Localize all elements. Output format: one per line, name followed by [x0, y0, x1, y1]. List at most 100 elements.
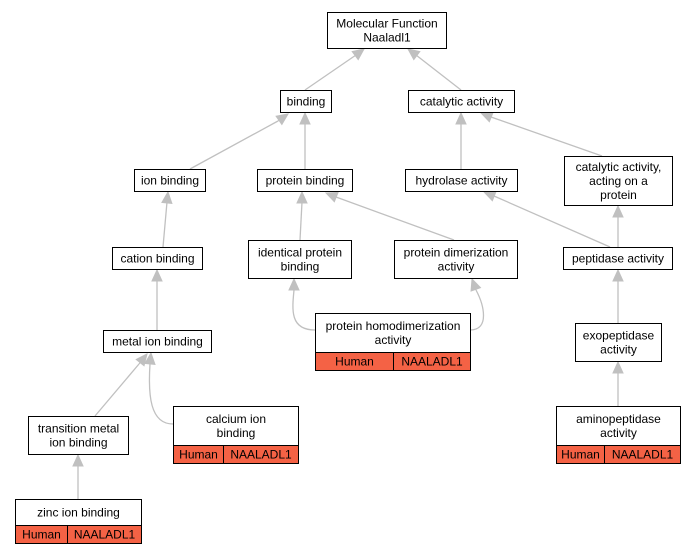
- arrowhead: [324, 191, 339, 203]
- arrowhead: [288, 277, 300, 291]
- node-box: [394, 240, 518, 279]
- gene-label[interactable]: NAALADL1: [401, 355, 463, 369]
- edge-exopeptidase-to-peptidase: [612, 268, 624, 323]
- node-box: [575, 323, 662, 362]
- node-box: [563, 247, 673, 270]
- edge-catalytic-protein-to-catalytic: [479, 111, 603, 157]
- edge-transition-to-metal: [94, 353, 148, 417]
- node-label-line: metal ion binding: [112, 335, 203, 349]
- node-label-line: ion binding: [49, 436, 107, 450]
- node-label-line: protein homodimerization: [326, 319, 461, 333]
- node-label-line: protein binding: [266, 174, 345, 188]
- arrowhead: [161, 190, 173, 205]
- node-label-line: identical protein: [258, 246, 342, 260]
- edge-dimerization-to-protein-binding: [324, 191, 455, 241]
- edge-hydrolase-to-catalytic: [455, 111, 467, 169]
- node-label-line: hydrolase activity: [415, 174, 507, 188]
- gene-cell: [393, 352, 471, 371]
- arrowhead: [296, 190, 308, 204]
- arrowhead: [135, 353, 148, 367]
- node-box: [408, 90, 515, 113]
- edge-zinc-to-transition: [72, 453, 84, 499]
- node-box: [315, 313, 471, 353]
- node-ion-binding[interactable]: ion binding: [134, 169, 206, 192]
- arrowhead: [72, 453, 84, 467]
- edge-homodimerization-to-dimerization: [469, 277, 485, 331]
- edge-metal-to-cation: [151, 268, 163, 330]
- node-binding[interactable]: binding: [280, 90, 332, 113]
- arrowhead: [479, 111, 494, 123]
- edge-ion-binding-to-binding: [189, 113, 289, 170]
- node-label-line: zinc ion binding: [37, 506, 120, 520]
- arrowhead: [455, 111, 467, 125]
- edge-catalytic-to-molecular-function: [407, 48, 462, 91]
- edge-peptidase-to-hydrolase: [482, 190, 611, 248]
- edge-peptidase-to-catalytic-protein: [612, 204, 624, 247]
- gene-label[interactable]: NAALADL1: [230, 448, 292, 462]
- node-box: [103, 330, 212, 353]
- annotation-row: Human NAALADL1: [15, 525, 142, 544]
- node-cation-binding[interactable]: cation binding: [112, 247, 203, 270]
- arrowhead: [351, 48, 365, 61]
- edges: [72, 48, 624, 499]
- node-label-line: activity: [375, 333, 412, 347]
- node-box: [556, 406, 681, 446]
- node-label-line: ion binding: [141, 174, 199, 188]
- node-label-line: activity: [600, 426, 637, 440]
- node-label-line: peptidase activity: [572, 252, 664, 266]
- edge-protein-binding-to-binding: [299, 111, 311, 169]
- node-label-line: Naaladl1: [363, 31, 411, 45]
- edge-identical-to-protein-binding: [296, 190, 308, 241]
- node-box: [134, 169, 206, 192]
- gene-cell: [67, 525, 142, 544]
- node-label-line: aminopeptidase: [576, 412, 661, 426]
- arrowhead: [144, 351, 156, 365]
- node-protein-binding[interactable]: protein binding: [257, 169, 353, 192]
- node-label-line: protein: [600, 188, 637, 202]
- node-box: [257, 169, 353, 192]
- arrowhead: [299, 111, 311, 125]
- species-label: Human: [22, 528, 61, 542]
- node-catalytic-activity[interactable]: catalytic activity: [408, 90, 515, 113]
- node-box: [248, 240, 352, 279]
- edge-binding-to-molecular-function: [304, 48, 365, 91]
- edge-homodimerization-to-identical: [288, 277, 316, 331]
- arrowhead: [151, 268, 163, 282]
- node-hydrolase-activity[interactable]: hydrolase activity: [405, 169, 518, 192]
- annotation-row: Human NAALADL1: [556, 445, 681, 464]
- node-peptidase-activity[interactable]: peptidase activity: [563, 247, 673, 270]
- node-label-line: transition metal: [38, 422, 119, 436]
- species-label: Human: [561, 448, 600, 462]
- node-label-line: exopeptidase: [583, 329, 655, 343]
- node-label-line: catalytic activity,: [576, 160, 662, 174]
- node-label-line: calcium ion: [206, 412, 266, 426]
- node-label-line: protein dimerization: [404, 246, 509, 260]
- node-box: [564, 156, 673, 206]
- gene-label[interactable]: NAALADL1: [74, 528, 136, 542]
- gene-label[interactable]: NAALADL1: [612, 448, 674, 462]
- arrowhead: [612, 204, 624, 218]
- node-label-line: acting on a: [589, 174, 648, 188]
- node-label-line: binding: [281, 260, 320, 274]
- node-metal-ion-binding[interactable]: metal ion binding: [103, 330, 212, 353]
- gene-cell: [604, 445, 681, 464]
- edge-aminopeptidase-to-exopeptidase: [612, 360, 624, 406]
- arrowhead: [612, 268, 624, 282]
- node-box: [28, 416, 129, 455]
- node-box: [405, 169, 518, 192]
- gene-cell: [223, 445, 299, 464]
- arrowhead: [275, 113, 289, 126]
